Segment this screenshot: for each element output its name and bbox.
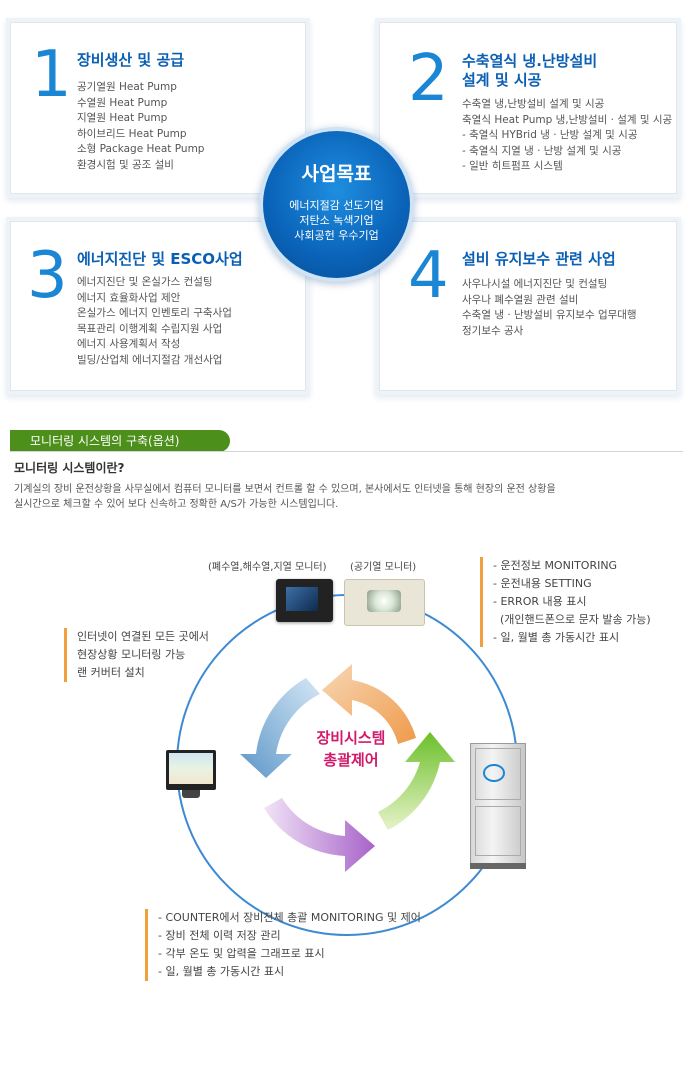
card-item: 에너지 효율화사업 제안 [77, 291, 181, 304]
card-number: 3 [27, 239, 68, 313]
feature-item: 현장상황 모니터링 가능 [77, 648, 186, 661]
monitoring-cycle-diagram [176, 594, 518, 936]
feature-item: - 장비 전체 이력 저장 관리 [158, 929, 281, 942]
monitoring-features-list: - 운전정보 MONITORING - 운전내용 SETTING - ERROR… [480, 557, 651, 647]
card-item: 온실가스 에너지 인벤토리 구축사업 [77, 307, 232, 319]
monitor-caption-water: (폐수열,해수열,지열 모니터) [208, 562, 327, 573]
monitor-display [367, 590, 401, 612]
monitor-caption-air: (공기열 모니터) [350, 562, 417, 573]
card-title-line2: 설계 및 시공 [462, 71, 542, 89]
cabinet-base [470, 863, 526, 869]
cabinet-upper-panel [475, 748, 521, 800]
goal-line: 에너지절감 선도기업 [289, 199, 384, 212]
card-item: 수축열 냉 · 난방설비 유지보수 업무대행 [462, 309, 637, 321]
feature-item: - ERROR 내용 표시 [493, 595, 587, 608]
card-item: 정기보수 공사 [462, 324, 524, 337]
feature-item: - 일, 월별 총 가동시간 표시 [158, 965, 285, 978]
central-control-line: 장비시스템 [316, 729, 386, 747]
card-item: - 축열식 HYBrid 냉 · 난방 설계 및 시공 [462, 129, 638, 141]
goal-title: 사업목표 [301, 163, 372, 185]
card-item: 환경시험 및 공조 설비 [77, 158, 174, 171]
card-item: 지열원 Heat Pump [77, 112, 168, 124]
business-card-1: 1 장비생산 및 공급 공기열원 Heat Pump 수열원 Heat Pump… [10, 22, 306, 194]
feature-item: - 운전내용 SETTING [493, 577, 592, 590]
business-goal-circle: 사업목표 에너지절감 선도기업 저탄소 녹색기업 사회공헌 우수기업 [263, 131, 410, 278]
cycle-arrow-green [378, 732, 455, 830]
business-card-3: 3 에너지진단 및 ESCO사업 에너지진단 및 온실가스 컨설팅 에너지 효율… [10, 221, 306, 391]
card-item: 축열식 Heat Pump 냉,난방설비 · 설계 및 시공 [462, 113, 673, 126]
card-item: 사우나 폐수열원 관련 설비 [462, 293, 579, 306]
pc-monitor-stand [182, 790, 200, 798]
card-item-list: 에너지진단 및 온실가스 컨설팅 에너지 효율화사업 제안 온실가스 에너지 인… [77, 275, 232, 368]
feature-item: 인터넷이 연결된 모든 곳에서 [77, 630, 209, 643]
feature-item: - 일, 월별 총 가동시간 표시 [493, 631, 620, 644]
card-title: 장비생산 및 공급 [77, 51, 185, 69]
card-item: 공기열원 Heat Pump [77, 81, 177, 93]
card-number: 2 [408, 42, 449, 116]
card-title: 에너지진단 및 ESCO사업 [77, 250, 243, 268]
monitor-screen [286, 587, 318, 611]
card-number: 4 [408, 239, 449, 313]
internet-monitoring-list: 인터넷이 연결된 모든 곳에서 현장상황 모니터링 가능 랜 커버터 설치 [64, 628, 209, 682]
air-heat-monitor-device [344, 579, 425, 626]
central-control-line: 총괄제어 [323, 751, 379, 769]
goal-line: 사회공헌 우수기업 [294, 229, 379, 242]
card-item: 수축열 냉,난방설비 설계 및 시공 [462, 98, 605, 110]
monitoring-subtitle: 모니터링 시스템이란? [14, 461, 125, 475]
goal-line: 저탄소 녹색기업 [299, 214, 374, 227]
cycle-arrow-orange [322, 664, 416, 744]
card-item: 사우나시설 에너지진단 및 컨설팅 [462, 278, 608, 290]
monitoring-description: 기계실의 장비 운전상황을 사무실에서 컴퓨터 모니터를 보면서 컨트롤 할 수… [14, 482, 684, 512]
card-item-list: 사우나시설 에너지진단 및 컨설팅 사우나 폐수열원 관련 설비 수축열 냉 ·… [462, 277, 637, 339]
card-item: 하이브리드 Heat Pump [77, 127, 187, 140]
feature-item: - 각부 온도 및 압력을 그래프로 표시 [158, 947, 325, 960]
pc-screen [169, 753, 213, 784]
card-number: 1 [31, 38, 72, 112]
cycle-arrow-purple [264, 798, 375, 872]
card-item-list: 공기열원 Heat Pump 수열원 Heat Pump 지열원 Heat Pu… [77, 80, 204, 173]
card-item: 수열원 Heat Pump [77, 96, 168, 109]
water-heat-monitor-device [276, 579, 333, 622]
office-pc-monitor [166, 750, 216, 790]
card-title: 설비 유지보수 관련 사업 [462, 250, 616, 268]
section-title-tab: 모니터링 시스템의 구축(옵션) [10, 430, 230, 452]
cycle-arrow-blue [240, 678, 320, 778]
card-item-list: 수축열 냉,난방설비 설계 및 시공 축열식 Heat Pump 냉,난방설비 … [462, 97, 672, 175]
feature-item: - 운전정보 MONITORING [493, 559, 618, 572]
card-item: - 축열식 지열 냉 · 난방 설계 및 시공 [462, 144, 622, 157]
business-card-2: 2 수축열식 냉.난방설비 설계 및 시공 수축열 냉,난방설비 설계 및 시공… [379, 22, 677, 194]
card-item: - 일반 히트펌프 시스템 [462, 160, 563, 172]
card-item: 에너지 사용계획서 작성 [77, 338, 181, 350]
card-item: 에너지진단 및 온실가스 컨설팅 [77, 276, 213, 288]
cabinet-logo-icon [483, 764, 505, 782]
feature-item: (개인핸드폰으로 문자 발송 가능) [493, 613, 651, 626]
description-line: 기계실의 장비 운전상황을 사무실에서 컴퓨터 모니터를 보면서 컨트롤 할 수… [14, 484, 556, 495]
card-item: 빌딩/산업체 에너지절감 개선사업 [77, 353, 223, 366]
description-line: 실시간으로 체크할 수 있어 보다 신속하고 정확한 A/S가 가능한 시스템입… [14, 499, 339, 510]
business-card-4: 4 설비 유지보수 관련 사업 사우나시설 에너지진단 및 컨설팅 사우나 폐수… [379, 221, 677, 391]
cabinet-lower-panel [475, 806, 521, 856]
feature-item: - COUNTER에서 장비전체 총괄 MONITORING 및 제어 [158, 911, 421, 924]
card-item: 소형 Package Heat Pump [77, 143, 205, 155]
card-item: 목표관리 이행계획 수립지원 사업 [77, 322, 223, 335]
heat-pump-cabinet [470, 743, 526, 869]
card-title-line1: 수축열식 냉.난방설비 [462, 52, 598, 70]
section-divider [10, 451, 683, 452]
counter-features-list: - COUNTER에서 장비전체 총괄 MONITORING 및 제어 - 장비… [145, 909, 421, 981]
feature-item: 랜 커버터 설치 [77, 666, 145, 679]
central-control-label: 장비시스템 총괄제어 [296, 727, 406, 771]
